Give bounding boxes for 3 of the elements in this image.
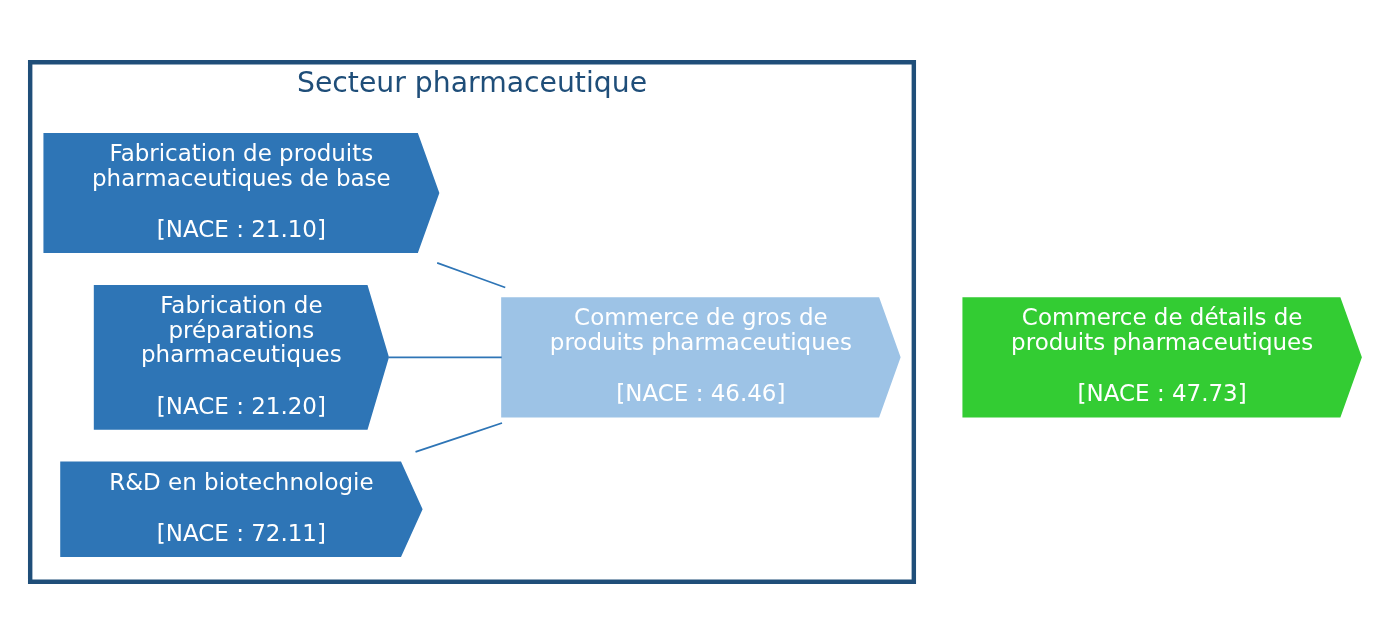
connector [387,356,503,359]
connector [414,422,503,453]
connector [436,262,507,289]
